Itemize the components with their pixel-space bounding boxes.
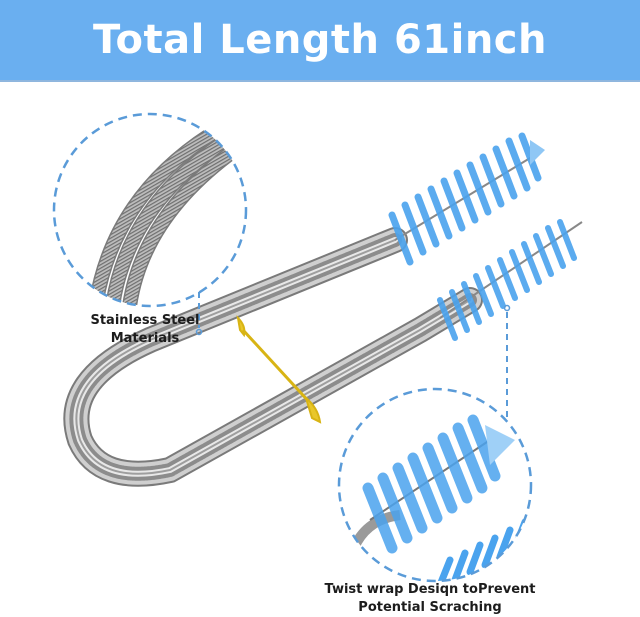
- callout-circle-left: [52, 112, 248, 308]
- callout-line-1: Stainless Steel: [90, 313, 200, 328]
- title-banner: Total Length 61inch: [0, 0, 640, 82]
- callout-line-2: Materials: [110, 331, 180, 346]
- banner-title: Total Length 61inch: [93, 17, 547, 63]
- brush-head-lower: [437, 219, 583, 341]
- steel-hose-loop: [63, 227, 483, 487]
- callout-circle-right: [337, 387, 533, 583]
- callout-label-twist-wrap: Twist wrap Desiqn toPrevent Potential Sc…: [300, 581, 560, 617]
- twist-tie: [236, 315, 322, 424]
- callout-line-2: Potential Scraching: [358, 600, 502, 615]
- brush-closeup-callout: [337, 304, 533, 583]
- callout-label-stainless-steel: Stainless Steel Materials: [70, 312, 220, 348]
- callout-line-1: Twist wrap Desiqn toPrevent: [324, 582, 536, 597]
- brush-head-upper: [388, 132, 545, 266]
- steel-closeup-callout: [52, 112, 248, 336]
